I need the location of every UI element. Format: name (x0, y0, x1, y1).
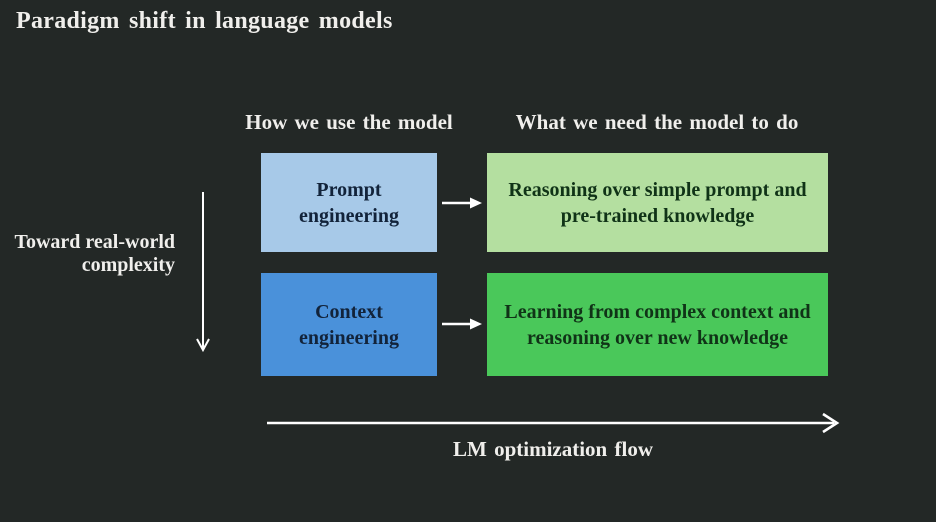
horizontal-axis-label: LM optimization flow (453, 437, 653, 461)
right-arrow-icon (442, 197, 482, 209)
down-arrow-icon (196, 192, 210, 353)
column-header-need: What we need the model to do (515, 110, 799, 134)
context-engineering-box: Context engineering (261, 273, 437, 376)
column-header-usage: How we use the model (245, 110, 453, 134)
flow-arrow-icon (267, 412, 840, 434)
right-arrow-icon (442, 318, 482, 330)
page-title: Paradigm shift in language models (16, 8, 393, 34)
reasoning-outcome-box: Reasoning over simple prompt and pre-tra… (487, 153, 828, 252)
learning-outcome-box: Learning from complex context and reason… (487, 273, 828, 376)
prompt-engineering-box: Prompt engineering (261, 153, 437, 252)
vertical-axis-label: Toward real-world complexity (14, 231, 175, 276)
